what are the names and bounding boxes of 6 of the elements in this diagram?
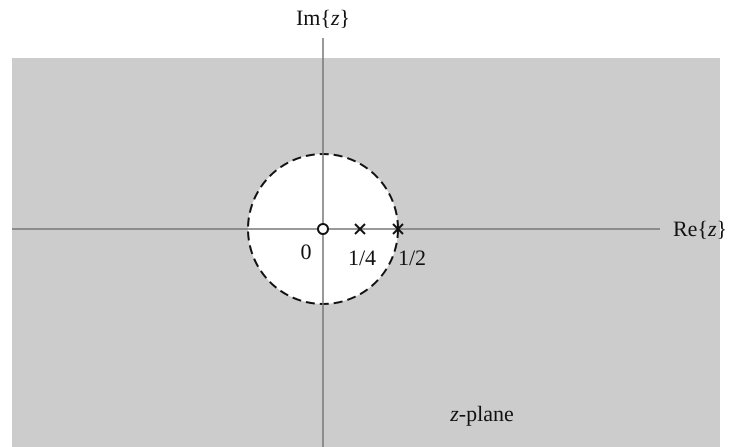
pole-label: 1/4 [348,245,376,271]
tick-label: 0 [300,239,312,265]
pole-label: 1/2 [398,245,426,271]
plane-label: z-plane [450,401,514,427]
axis-label: Im{z} [296,5,350,31]
axis-label: Re{z} [672,216,728,242]
